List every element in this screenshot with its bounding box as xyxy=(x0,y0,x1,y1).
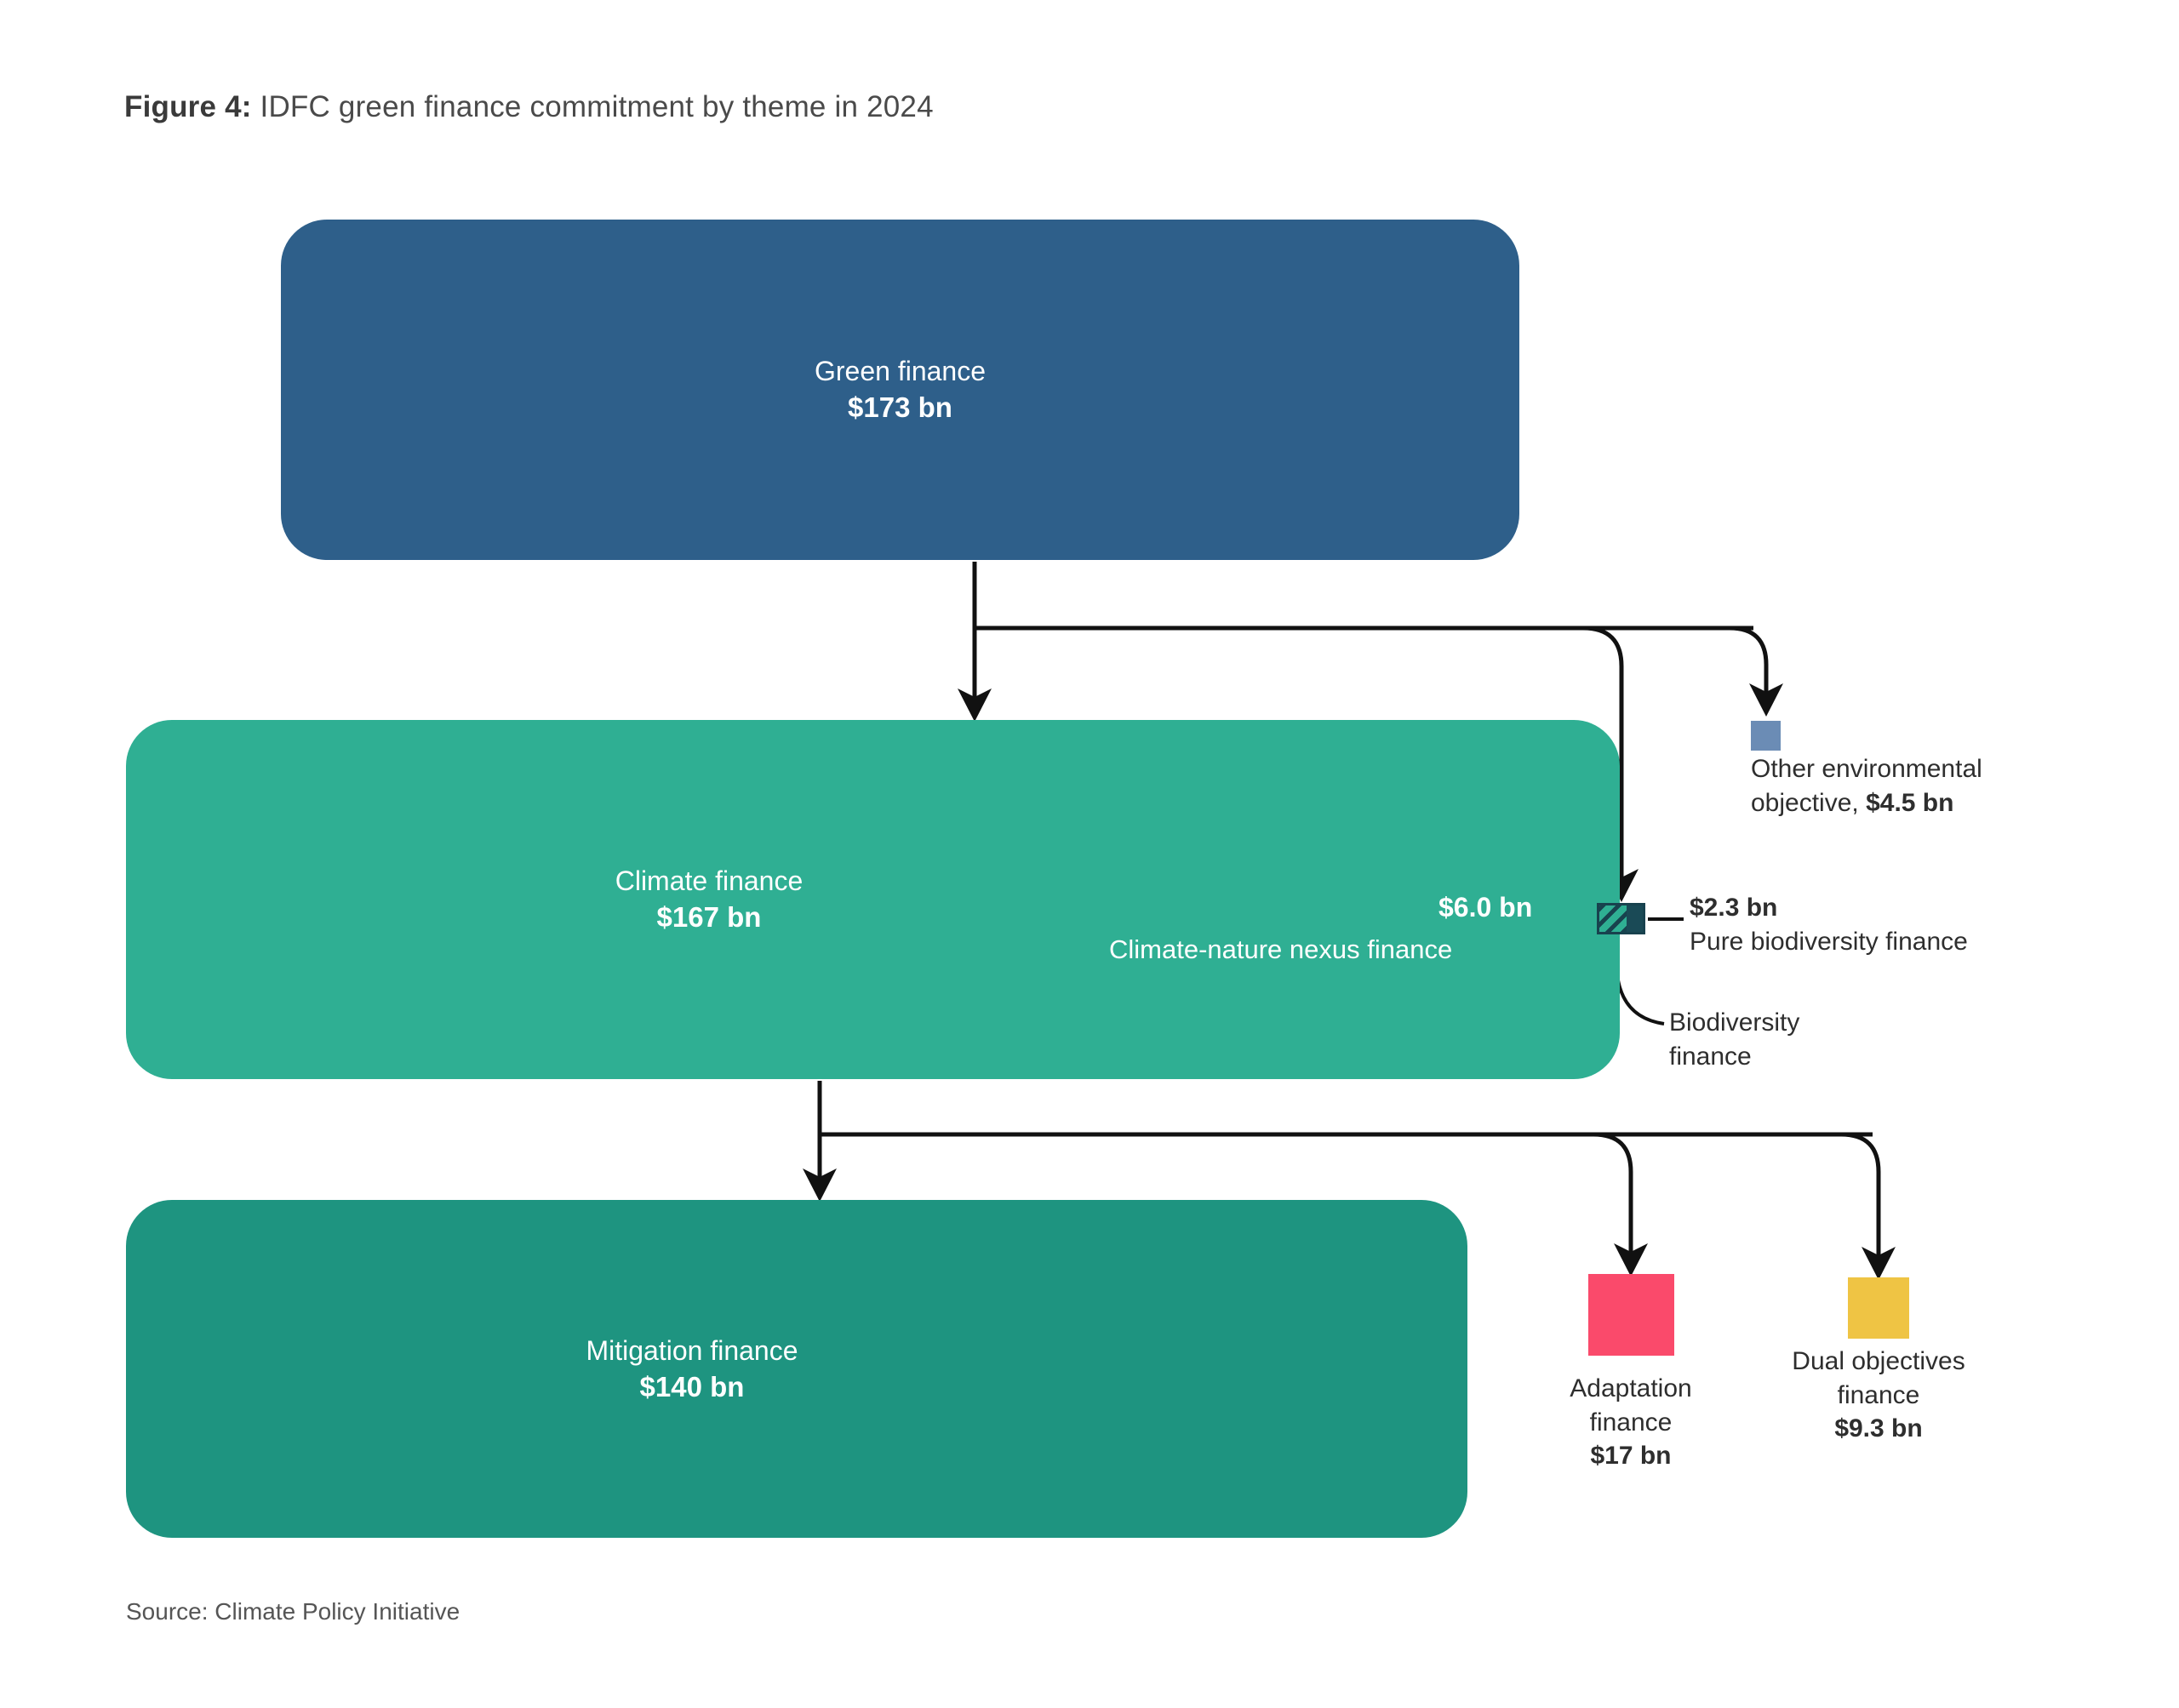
node-climate-finance-label: Climate finance xyxy=(615,865,804,897)
biodiversity-finance-line1: Biodiversity xyxy=(1669,1008,1800,1037)
adaptation-line1: Adaptation xyxy=(1570,1374,1692,1402)
other-environmental-line1: Other environmental xyxy=(1751,755,1982,783)
node-climate-finance-value: $167 bn xyxy=(656,901,762,934)
dual-objectives-line2: finance xyxy=(1837,1380,1920,1409)
figure-title: Figure 4: IDFC green finance commitment … xyxy=(124,90,934,124)
node-green-finance-label: Green finance xyxy=(814,356,986,387)
node-green-finance-value: $173 bn xyxy=(848,391,952,424)
pure-biodiversity-value: $2.3 bn xyxy=(1690,894,1778,922)
figure-title-text: IDFC green finance commitment by theme i… xyxy=(251,90,934,123)
leader-biodiversity-finance xyxy=(1614,935,1665,1025)
biodiversity-hatch-swatch xyxy=(1599,905,1627,932)
dual-objectives-finance-label: Dual objectives finance $9.3 bn xyxy=(1755,1345,2002,1446)
adaptation-line2: finance xyxy=(1589,1408,1673,1437)
edge-climate-to-dual-objectives xyxy=(1593,1132,1896,1281)
dual-objectives-line1: Dual objectives xyxy=(1792,1347,1965,1375)
climate-nature-nexus-label: Climate-nature nexus finance xyxy=(1109,934,1453,964)
dual-objectives-value: $9.3 bn xyxy=(1834,1414,1923,1443)
other-environmental-value: $4.5 bn xyxy=(1866,788,1954,817)
node-mitigation-finance-label: Mitigation finance xyxy=(586,1334,798,1366)
source-note: Source: Climate Policy Initiative xyxy=(126,1598,460,1625)
pure-biodiversity-text: Pure biodiversity finance xyxy=(1690,927,1968,956)
dual-objectives-finance-swatch[interactable] xyxy=(1848,1277,1909,1339)
figure-number: Figure 4: xyxy=(124,90,252,123)
adaptation-finance-swatch[interactable] xyxy=(1588,1274,1674,1356)
other-environmental-label: Other environmental objective, $4.5 bn xyxy=(1751,752,2091,820)
pure-biodiversity-label: $2.3 bn Pure biodiversity finance xyxy=(1690,891,2132,958)
biodiversity-marker[interactable] xyxy=(1597,903,1645,934)
edge-green-to-other-environmental xyxy=(1583,626,1784,717)
biodiversity-finance-label: Biodiversity finance xyxy=(1669,1006,1890,1073)
biodiversity-finance-line2: finance xyxy=(1669,1042,1752,1071)
adaptation-value: $17 bn xyxy=(1590,1442,1672,1471)
other-environmental-line2: objective, xyxy=(1751,788,1867,817)
pure-biodiversity-swatch xyxy=(1626,905,1643,932)
node-mitigation-finance[interactable]: Mitigation finance $140 bn xyxy=(126,1200,1467,1538)
node-green-finance[interactable]: Green finance $173 bn xyxy=(281,220,1519,560)
adaptation-finance-label: Adaptation finance $17 bn xyxy=(1512,1372,1750,1473)
node-mitigation-finance-value: $140 bn xyxy=(639,1370,745,1402)
other-environmental-swatch[interactable] xyxy=(1751,721,1781,751)
climate-nature-nexus-value: $6.0 bn xyxy=(1438,892,1533,923)
node-climate-finance[interactable]: Climate finance $167 bn xyxy=(126,720,1620,1079)
